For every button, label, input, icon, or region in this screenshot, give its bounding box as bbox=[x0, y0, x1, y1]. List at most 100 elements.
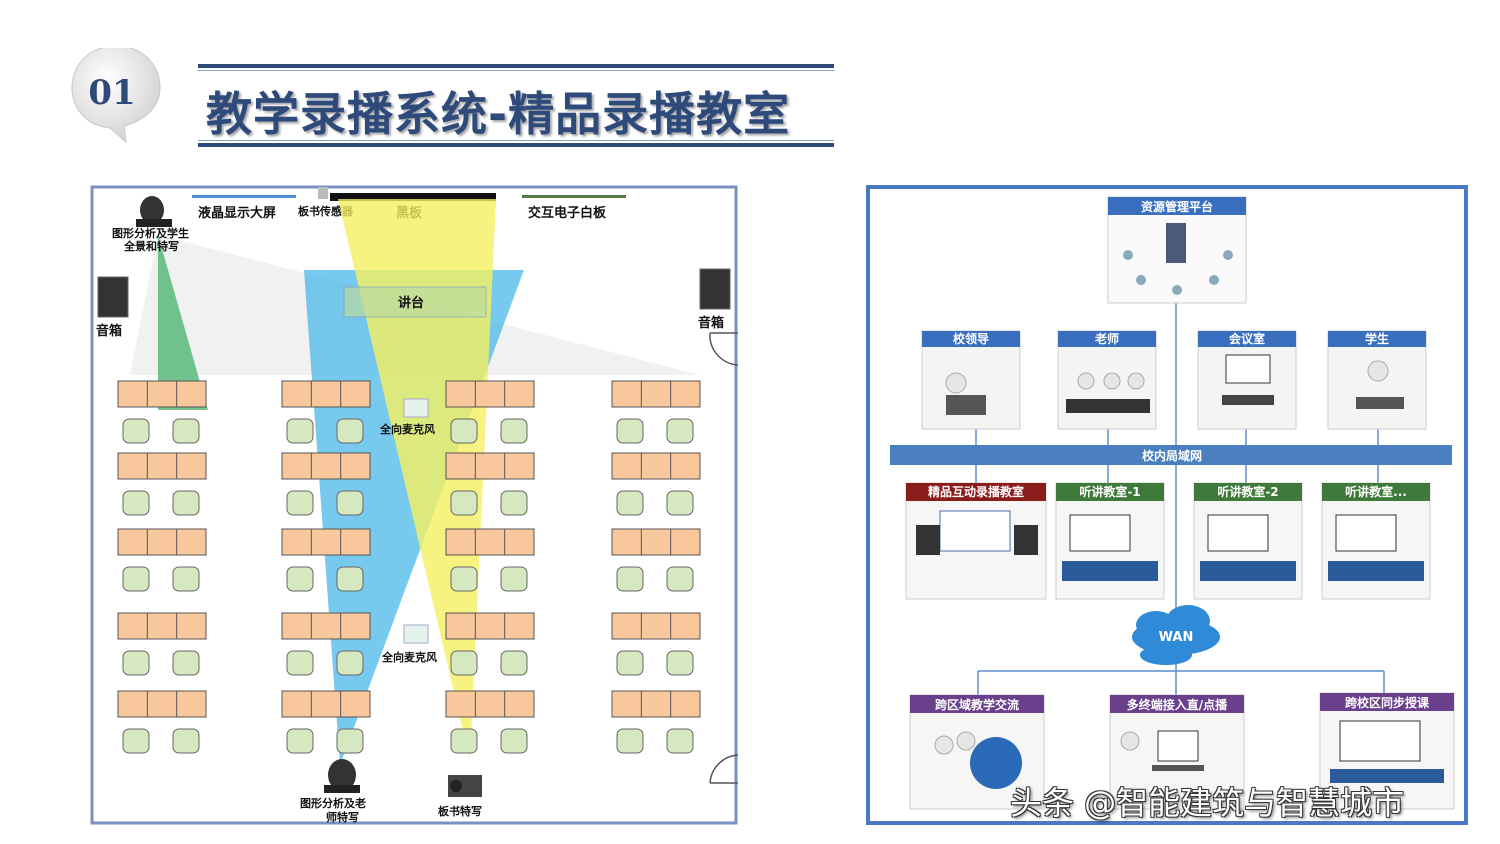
desk bbox=[281, 380, 371, 408]
podium-label: 讲台 bbox=[398, 295, 424, 311]
classroom-label-0: 精品互动录播教室 bbox=[928, 484, 1024, 499]
classroom-recording: 精品互动录播教室 bbox=[905, 482, 1047, 600]
door-bottom bbox=[709, 754, 738, 784]
desk bbox=[117, 612, 207, 640]
classroom-label-3: 听讲教室... bbox=[1345, 484, 1407, 499]
chair bbox=[450, 566, 478, 592]
desk bbox=[445, 452, 535, 480]
student-camera-icon bbox=[136, 196, 172, 227]
service-label-1: 多终端接入直/点播 bbox=[1127, 697, 1228, 712]
student-camera-beam bbox=[158, 235, 208, 410]
service-cross-campus: 跨校区同步授课 bbox=[1319, 692, 1455, 810]
speaker-right-icon bbox=[699, 268, 731, 310]
classroom-label-1: 听讲教室-1 bbox=[1079, 484, 1140, 499]
desk bbox=[611, 380, 701, 408]
board-camera-label: 板书特写 bbox=[438, 804, 482, 818]
chair bbox=[616, 418, 644, 444]
platform-label: 资源管理平台 bbox=[1141, 199, 1213, 214]
chair bbox=[286, 650, 314, 676]
platform-header bbox=[1108, 197, 1246, 215]
podium bbox=[343, 286, 487, 318]
chair bbox=[172, 490, 200, 516]
mic-2-label: 全向麦克风 bbox=[381, 650, 437, 664]
service-label-0: 跨区域教学交流 bbox=[935, 697, 1019, 712]
mic-1-icon bbox=[403, 398, 429, 418]
page-title: 教学录播系统-精品录播教室 bbox=[206, 87, 791, 141]
service-multi-terminal: 多终端接入直/点播 bbox=[1109, 694, 1245, 810]
chair bbox=[172, 566, 200, 592]
desk bbox=[117, 452, 207, 480]
interactive-whiteboard-label: 交互电子白板 bbox=[528, 205, 607, 221]
terminal-meeting-room: 会议室 bbox=[1197, 330, 1297, 430]
speaker-left-label: 音箱 bbox=[96, 323, 122, 339]
classroom-listen-1: 听讲教室-1 bbox=[1055, 482, 1165, 600]
desk bbox=[445, 380, 535, 408]
chair bbox=[336, 728, 364, 754]
blackboard-bar bbox=[330, 193, 496, 201]
service-label-2: 跨校区同步授课 bbox=[1345, 695, 1430, 710]
terminal-student: 学生 bbox=[1327, 330, 1427, 430]
whiteboard-bar bbox=[522, 195, 626, 198]
chair bbox=[286, 728, 314, 754]
classroom-floor-plan: 液晶显示大屏 板书传感器 黑板 交互电子白板 音箱 音箱 图形分析及学生 全景和… bbox=[90, 185, 738, 825]
board-sensor-label: 板书传感器 bbox=[298, 204, 354, 218]
chair bbox=[336, 566, 364, 592]
chair bbox=[500, 566, 528, 592]
speaker-right-label: 音箱 bbox=[698, 315, 724, 331]
chair bbox=[666, 566, 694, 592]
desk bbox=[281, 528, 371, 556]
chair bbox=[500, 418, 528, 444]
badge-number: 01 bbox=[88, 73, 135, 113]
chair bbox=[336, 650, 364, 676]
teacher-camera-label-2: 师特写 bbox=[326, 810, 359, 824]
desk bbox=[281, 690, 371, 718]
title-rule-bottom-thin bbox=[198, 140, 834, 141]
chair bbox=[616, 566, 644, 592]
student-camera-label-2: 全景和特写 bbox=[123, 239, 179, 253]
desk bbox=[117, 380, 207, 408]
chair bbox=[172, 418, 200, 444]
lcd-screen-bar bbox=[192, 195, 296, 198]
network-topology: 资源管理平台 校领导 老师 会议室 学生 校内局域网 精品互动录播教室 bbox=[866, 185, 1468, 825]
desk bbox=[281, 612, 371, 640]
terminal-label-leader: 校领导 bbox=[953, 331, 989, 346]
speaker-left-icon bbox=[97, 276, 129, 318]
lan-label: 校内局域网 bbox=[1142, 448, 1202, 463]
lcd-screen-label: 液晶显示大屏 bbox=[198, 205, 276, 221]
title-rule-top-thin bbox=[198, 70, 834, 71]
classroom-label-2: 听讲教室-2 bbox=[1217, 484, 1278, 499]
chair bbox=[450, 490, 478, 516]
chair bbox=[666, 650, 694, 676]
title-rule-top bbox=[198, 64, 834, 68]
desk bbox=[281, 452, 371, 480]
chair bbox=[616, 650, 644, 676]
wan-cloud-icon bbox=[1132, 605, 1220, 665]
watermark: 头条 @智能建筑与智慧城市 bbox=[1010, 784, 1405, 822]
teacher-camera-label-1: 图形分析及老 bbox=[300, 796, 366, 810]
chair bbox=[450, 650, 478, 676]
chair bbox=[336, 490, 364, 516]
service-cross-region: 跨区域教学交流 bbox=[909, 694, 1045, 810]
desk bbox=[611, 612, 701, 640]
chair bbox=[286, 566, 314, 592]
terminal-label-meeting: 会议室 bbox=[1229, 331, 1265, 346]
chair bbox=[450, 728, 478, 754]
chair bbox=[286, 418, 314, 444]
chair bbox=[172, 728, 200, 754]
desk bbox=[117, 528, 207, 556]
chair bbox=[666, 728, 694, 754]
student-camera-label-1: 图形分析及学生 bbox=[112, 226, 189, 240]
chair bbox=[122, 650, 150, 676]
chair bbox=[500, 650, 528, 676]
terminal-label-teacher: 老师 bbox=[1095, 331, 1119, 346]
door-top bbox=[709, 332, 738, 366]
desk-grid bbox=[117, 380, 701, 754]
chair bbox=[666, 418, 694, 444]
terminal-label-student: 学生 bbox=[1365, 331, 1389, 346]
chair bbox=[122, 566, 150, 592]
desk bbox=[611, 452, 701, 480]
chair bbox=[450, 418, 478, 444]
desk bbox=[117, 690, 207, 718]
chair bbox=[500, 728, 528, 754]
chair bbox=[122, 728, 150, 754]
